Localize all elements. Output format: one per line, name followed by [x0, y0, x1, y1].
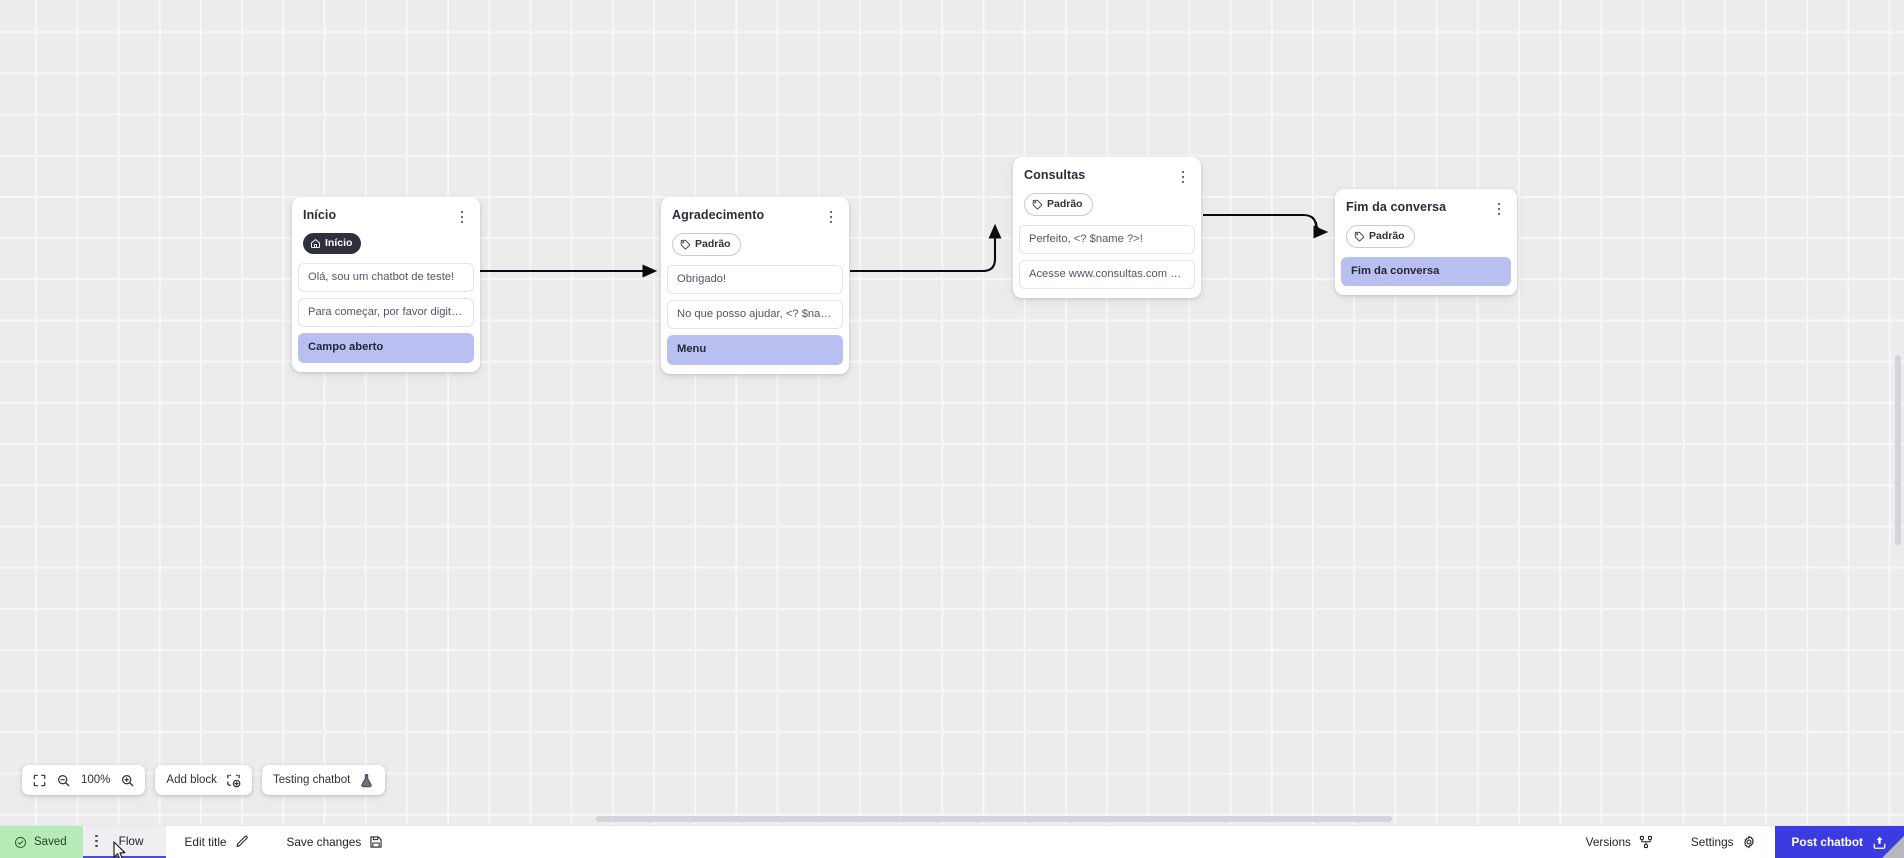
zoom-level-label: 100%: [81, 774, 111, 786]
node-rows: Olá, sou um chatbot de teste! Para começ…: [292, 263, 480, 363]
edit-title-label: Edit title: [184, 835, 227, 849]
node-row-action[interactable]: Fim da conversa: [1341, 257, 1511, 287]
node-row-action[interactable]: Menu: [667, 335, 843, 365]
node-rows: Perfeito, <? $name ?>! Acesse www.consul…: [1013, 225, 1201, 290]
add-block-icon: [226, 773, 241, 788]
connector-layer: [480, 213, 1329, 278]
home-icon: [310, 238, 321, 249]
tag-icon: [1354, 231, 1365, 242]
flask-icon: [359, 773, 374, 788]
connector-agradecimento-consultas: [850, 223, 1002, 273]
canvas-toolbar: 100% Add block: [22, 765, 386, 795]
window-resize-grip[interactable]: [1882, 836, 1904, 858]
node-menu-button[interactable]: [1176, 169, 1190, 185]
bottom-status-bar: Saved Flow Edit title Save changes: [0, 825, 1904, 858]
node-row-message[interactable]: No que posso ajudar, <? $name ...: [667, 300, 843, 330]
add-block-button[interactable]: Add block: [155, 765, 252, 795]
edit-title-button[interactable]: Edit title: [166, 826, 268, 858]
testing-chatbot-button[interactable]: Testing chatbot: [261, 765, 386, 795]
fit-screen-icon[interactable]: [33, 774, 46, 787]
node-badges: Início: [292, 225, 480, 254]
node-badge-label: Padrão: [1047, 198, 1083, 211]
node-title: Início: [303, 208, 337, 222]
node-rows: Obrigado! No que posso ajudar, <? $name …: [661, 265, 849, 365]
tab-flow-label: Flow: [118, 834, 144, 848]
node-badge-padrao[interactable]: Padrão: [1346, 225, 1415, 248]
flow-node-inicio[interactable]: Início Início Olá, sou um chatbot de tes…: [292, 197, 480, 372]
versions-label: Versions: [1585, 835, 1631, 849]
settings-button[interactable]: Settings: [1672, 826, 1775, 858]
node-badges: Padrão: [1013, 185, 1201, 216]
node-header: Fim da conversa: [1335, 200, 1517, 217]
tag-icon: [1032, 199, 1043, 210]
node-header: Início: [292, 208, 480, 225]
node-badge-padrao[interactable]: Padrão: [672, 233, 741, 256]
node-badge-label: Padrão: [695, 238, 731, 251]
node-rows: Fim da conversa: [1335, 257, 1517, 287]
flow-canvas[interactable]: Início Início Olá, sou um chatbot de tes…: [0, 0, 1904, 825]
check-circle-icon: [14, 836, 27, 849]
node-menu-button[interactable]: [1492, 201, 1506, 217]
horizontal-scrollbar-thumb[interactable]: [596, 816, 1392, 822]
testing-chatbot-label: Testing chatbot: [272, 774, 351, 786]
gear-icon: [1742, 835, 1756, 849]
node-menu-button[interactable]: [824, 209, 838, 225]
node-header: Consultas: [1013, 168, 1201, 185]
settings-label: Settings: [1690, 835, 1734, 849]
post-chatbot-label: Post chatbot: [1791, 835, 1863, 849]
horizontal-scrollbar[interactable]: [0, 813, 1904, 825]
node-title: Consultas: [1024, 168, 1086, 182]
node-badge-label: Padrão: [1369, 230, 1405, 243]
node-badges: Padrão: [1335, 217, 1517, 248]
flow-node-agradecimento[interactable]: Agradecimento Padrão Obrigado! No que po…: [661, 197, 849, 374]
flow-node-consultas[interactable]: Consultas Padrão Perfeito, <? $name ?>! …: [1013, 157, 1201, 299]
zoom-in-icon[interactable]: [121, 774, 134, 787]
save-changes-button[interactable]: Save changes: [268, 826, 403, 858]
node-header: Agradecimento: [661, 208, 849, 225]
branch-icon: [1639, 835, 1653, 849]
node-row-message[interactable]: Obrigado!: [667, 265, 843, 295]
upload-icon: [1872, 835, 1887, 850]
zoom-controls-group: 100%: [22, 765, 146, 795]
node-badge-padrao[interactable]: Padrão: [1024, 193, 1093, 216]
post-chatbot-button[interactable]: Post chatbot: [1774, 826, 1904, 858]
drag-dots-icon[interactable]: [89, 826, 105, 856]
versions-button[interactable]: Versions: [1567, 826, 1672, 858]
tab-flow[interactable]: Flow: [82, 826, 166, 858]
node-row-message[interactable]: Olá, sou um chatbot de teste!: [298, 263, 474, 293]
pencil-icon: [235, 835, 249, 849]
flow-node-fim-da-conversa[interactable]: Fim da conversa Padrão Fim da conversa: [1335, 189, 1517, 296]
vertical-scrollbar[interactable]: [1892, 0, 1904, 825]
bottom-bar-left: Saved Flow Edit title Save changes: [0, 826, 402, 858]
vertical-scrollbar-thumb[interactable]: [1895, 355, 1901, 545]
connector-consultas-fim: [1203, 213, 1329, 239]
saved-status-label: Saved: [34, 836, 67, 848]
node-menu-button[interactable]: [455, 209, 469, 225]
tag-icon: [680, 239, 691, 250]
zoom-out-icon[interactable]: [57, 774, 70, 787]
node-badge-inicio[interactable]: Início: [303, 233, 362, 254]
add-block-label: Add block: [166, 774, 217, 786]
node-row-action[interactable]: Campo aberto: [298, 333, 474, 363]
saved-status-badge: Saved: [0, 826, 83, 858]
save-changes-label: Save changes: [286, 835, 362, 849]
node-row-message[interactable]: Acesse www.consultas.com par...: [1019, 260, 1195, 290]
node-badge-label: Início: [325, 237, 353, 250]
node-badges: Padrão: [661, 225, 849, 256]
floppy-disk-icon: [369, 835, 383, 849]
node-title: Fim da conversa: [1346, 200, 1447, 214]
bottom-bar-right: Versions Settings: [1567, 826, 1904, 858]
node-row-message[interactable]: Para começar, por favor digite o ...: [298, 298, 474, 328]
node-title: Agradecimento: [672, 208, 765, 222]
node-row-message[interactable]: Perfeito, <? $name ?>!: [1019, 225, 1195, 255]
